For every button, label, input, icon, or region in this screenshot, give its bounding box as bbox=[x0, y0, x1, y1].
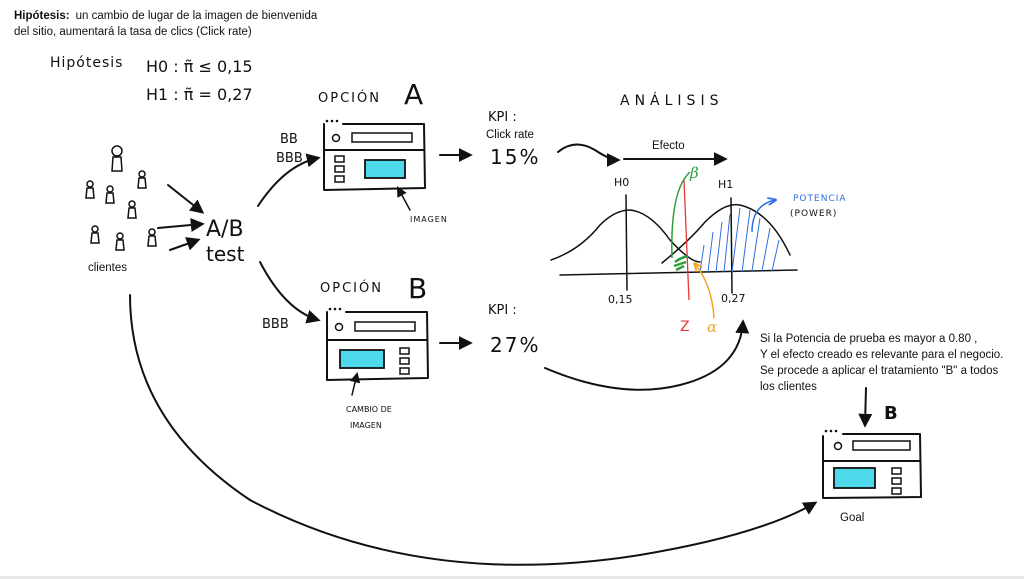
option-b-letter: B bbox=[408, 272, 427, 305]
bottom-border bbox=[0, 576, 1024, 579]
option-b-users: BBB bbox=[262, 317, 289, 332]
kpi-a-value: 15% bbox=[490, 145, 540, 169]
option-b-title: OPCIÓN bbox=[320, 280, 383, 296]
h0-mean-line bbox=[625, 194, 628, 291]
option-b-image-note: IMAGEN bbox=[350, 421, 382, 430]
kpi-b-value: 27% bbox=[490, 333, 540, 357]
option-a-letter: A bbox=[404, 78, 423, 111]
hypotheses-label: Hipótesis bbox=[50, 55, 123, 71]
h1-label: H1 bbox=[718, 178, 733, 191]
goal-letter: B bbox=[884, 403, 898, 424]
power-pointer bbox=[751, 200, 775, 233]
analysis-title: ANÁLISIS bbox=[620, 92, 723, 109]
z-label: Z bbox=[680, 319, 690, 335]
power-sublabel: (POWER) bbox=[790, 209, 837, 219]
goal-label: Goal bbox=[840, 512, 864, 524]
conclusion-text: Si la Potencia de prueba es mayor a 0.80… bbox=[760, 333, 1003, 393]
arrow-to-option-a bbox=[257, 153, 321, 207]
beta-pointer bbox=[671, 171, 691, 259]
h0-hypothesis: H0 : π̃ ≤ 0,15 bbox=[146, 57, 253, 76]
svg-text:Hipótesis:un cambio de lugar d: Hipótesis: un cambio de lugar de la image… bbox=[14, 10, 318, 22]
z-critical-line bbox=[683, 179, 690, 301]
option-a-title: OPCIÓN bbox=[318, 90, 381, 106]
customer-figures bbox=[85, 145, 157, 251]
arrow-to-goal bbox=[858, 387, 873, 428]
option-b-image-note: CAMBIO DE bbox=[346, 405, 392, 414]
arrow-kpi-a-to-analysis bbox=[557, 143, 621, 167]
arrow-to-ab bbox=[157, 218, 205, 232]
kpi-a-metric: Click rate bbox=[486, 129, 534, 141]
image-change-note-arrow bbox=[349, 371, 361, 396]
customers-label: clientes bbox=[88, 262, 127, 274]
hypothesis-label: Hipótesis: bbox=[14, 10, 70, 22]
x-axis bbox=[559, 269, 798, 276]
h1-hypothesis: H1 : π̃ = 0,27 bbox=[146, 85, 253, 104]
hypothesis-statement: Hipótesis: un cambio de lugar de la image… bbox=[14, 10, 318, 38]
power-shading bbox=[699, 207, 780, 273]
kpi-b-label: KPI : bbox=[488, 303, 517, 318]
conclusion-line: Si la Potencia de prueba es mayor a 0.80… bbox=[760, 333, 977, 345]
h0-label: H0 bbox=[614, 176, 629, 189]
arrow-to-ab bbox=[167, 184, 205, 214]
beta-area bbox=[673, 254, 689, 272]
beta-label: β bbox=[689, 164, 699, 182]
h0-curve bbox=[550, 209, 701, 263]
arrow-kpi-b-to-analysis bbox=[544, 319, 750, 391]
h1-mean-line bbox=[730, 197, 733, 294]
conclusion-line: Y el efecto creado es relevante para el … bbox=[760, 349, 1003, 361]
h0-value: 0,15 bbox=[608, 293, 633, 306]
conclusion-line: Se procede a aplicar el tratamiento "B" … bbox=[760, 365, 999, 377]
option-a-image-note: IMAGEN bbox=[410, 215, 448, 224]
hypothesis-line2: del sitio, aumentará la tasa de clics (C… bbox=[14, 26, 252, 38]
arrow-to-option-b bbox=[259, 261, 321, 324]
kpi-a-label: KPI : bbox=[488, 110, 517, 125]
effect-label: Efecto bbox=[652, 140, 685, 152]
alpha-pointer bbox=[695, 264, 715, 319]
option-a-users: BB bbox=[280, 132, 298, 147]
hypothesis-line1: un cambio de lugar de la imagen de bienv… bbox=[76, 10, 318, 22]
arrow-customers-to-goal bbox=[129, 294, 818, 566]
option-a-users: BBB bbox=[276, 151, 303, 166]
alpha-label: α bbox=[707, 318, 717, 336]
test-label: test bbox=[206, 242, 245, 266]
conclusion-line: los clientes bbox=[760, 381, 817, 393]
website-wireframe-goal bbox=[822, 429, 922, 499]
website-wireframe-b bbox=[326, 307, 429, 381]
distribution-plot bbox=[550, 171, 798, 319]
ab-label: A/B bbox=[206, 217, 244, 242]
website-wireframe-a bbox=[323, 119, 426, 191]
arrow-to-ab bbox=[169, 237, 201, 251]
h1-curve bbox=[661, 203, 791, 264]
h1-value: 0,27 bbox=[721, 292, 746, 305]
image-note-arrow bbox=[396, 186, 411, 211]
power-label: POTENCIA bbox=[793, 194, 847, 204]
